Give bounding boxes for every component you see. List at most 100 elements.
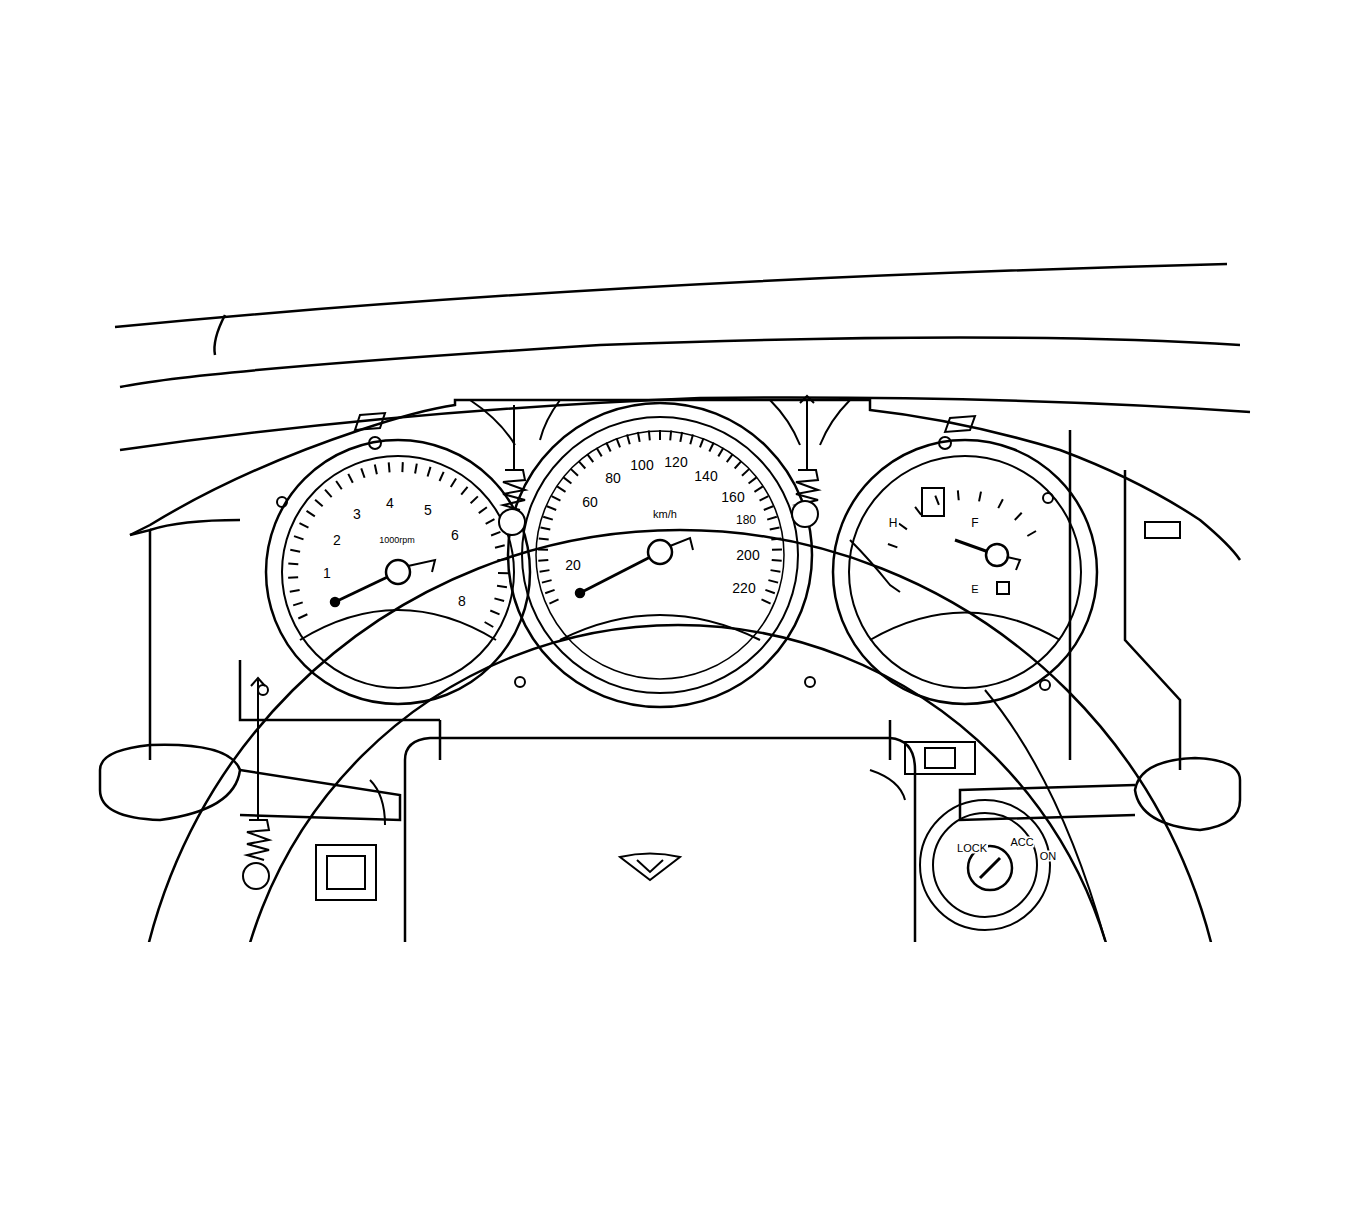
gauge-tick (539, 538, 549, 539)
gauge-tick (1027, 531, 1036, 536)
gauge-label: 220 (731, 581, 756, 595)
gauge-label: 160 (720, 490, 745, 504)
gauge-tick (540, 570, 550, 572)
gauge-label: 4 (385, 496, 395, 510)
gauge-tick (542, 580, 552, 583)
gauge-tick (772, 559, 782, 562)
gauge-tick (935, 496, 939, 505)
gauge-tick (587, 454, 593, 462)
gauge-tick (700, 438, 704, 447)
gauge-label: 140 (693, 469, 718, 483)
gauge-tick (497, 586, 507, 587)
gauge-tick (290, 590, 300, 592)
gauge-tick (742, 469, 749, 476)
gauge-tick (571, 469, 578, 476)
gauge-tick (998, 499, 1003, 508)
gauge-label: 5 (423, 503, 433, 517)
gauge-tick (543, 517, 553, 520)
gauge-label: 180 (735, 514, 757, 526)
gauge-tick (298, 614, 307, 618)
gauge-label: 80 (604, 471, 622, 485)
gauge-tick (579, 461, 586, 468)
gauge-tick (401, 462, 403, 472)
gauge-tick (680, 432, 682, 442)
gauge-tick (549, 599, 558, 603)
gauge-label: ACC (1009, 837, 1034, 848)
gauge-label: ON (1039, 851, 1058, 862)
gauge-tick (375, 464, 377, 474)
gauge-label: 8 (457, 594, 467, 608)
gauge-tick (627, 435, 630, 445)
gauge-tick (749, 477, 757, 483)
gauge-tick (767, 517, 777, 520)
gauge-tick (348, 474, 353, 483)
gauge-tick (552, 496, 561, 501)
gauge-tick (471, 496, 478, 503)
gauge-tick (288, 576, 298, 579)
gauge-label: LOCK (956, 843, 988, 854)
gauge-tick (1015, 513, 1022, 520)
gauge-tick (768, 580, 778, 583)
gauge-tick (597, 448, 602, 457)
gauge-tick (616, 438, 620, 447)
gauge-tick (669, 431, 672, 441)
gauge-tick (545, 590, 554, 593)
gauge-tick (479, 507, 487, 513)
gauge-tick (336, 481, 342, 489)
gauge-tick (760, 496, 769, 501)
gauge-tick (638, 432, 640, 442)
gauge-label: 200 (735, 548, 760, 562)
gauge-label: 6 (450, 528, 460, 542)
gauge-label: F (970, 517, 979, 529)
gauge-tick (388, 462, 391, 472)
gauge-tick (772, 549, 782, 551)
gauge-tick (485, 622, 494, 627)
gauge-tick (440, 472, 444, 481)
gauge-tick (771, 570, 781, 572)
gauge-tick (461, 487, 467, 495)
gauge-tick (294, 536, 303, 539)
gauge-tick (290, 550, 300, 552)
gauge-tick (648, 431, 651, 441)
gauge-label: 3 (352, 507, 362, 521)
gauge-tick (288, 563, 298, 566)
gauge-tick (957, 490, 960, 500)
gauge-tick (495, 545, 505, 547)
gauge-tick (538, 559, 548, 562)
gauge-tick (293, 602, 303, 605)
gauge-tick (307, 511, 315, 517)
gauge-label: 100 (629, 458, 654, 472)
gauge-tick (718, 448, 723, 457)
gauge-tick (451, 479, 456, 487)
gauge-tick (547, 506, 556, 510)
gauge-label: H (888, 517, 899, 529)
gauge-tick (299, 523, 308, 527)
gauge-tick (727, 454, 733, 462)
gauge-tick (315, 500, 323, 507)
gauge-tick (709, 442, 713, 451)
gauge-tick (690, 435, 693, 445)
gauge-tick (494, 598, 504, 601)
gauge-label: 1 (322, 566, 332, 580)
gauge-label: 20 (564, 558, 582, 572)
gauge-tick (564, 477, 572, 483)
gauge-label: km/h (652, 509, 678, 520)
gauge-label: 2 (332, 533, 342, 547)
gauge-label: E (970, 584, 979, 595)
gauge-tick (915, 507, 921, 515)
gauge-tick (557, 486, 565, 491)
gauge-tick (659, 430, 661, 440)
gauge-label: 120 (663, 455, 688, 469)
gauge-tick (888, 544, 897, 547)
gauge-label: 1000rpm (378, 536, 416, 545)
gauge-tick (754, 486, 762, 491)
gauge-tick (325, 490, 332, 497)
gauge-tick (979, 492, 981, 502)
gauge-tick (490, 611, 499, 615)
gauge-tick (486, 519, 495, 524)
gauge-tick (899, 524, 907, 530)
gauge-tick (491, 532, 500, 536)
gauge-tick (770, 527, 780, 529)
